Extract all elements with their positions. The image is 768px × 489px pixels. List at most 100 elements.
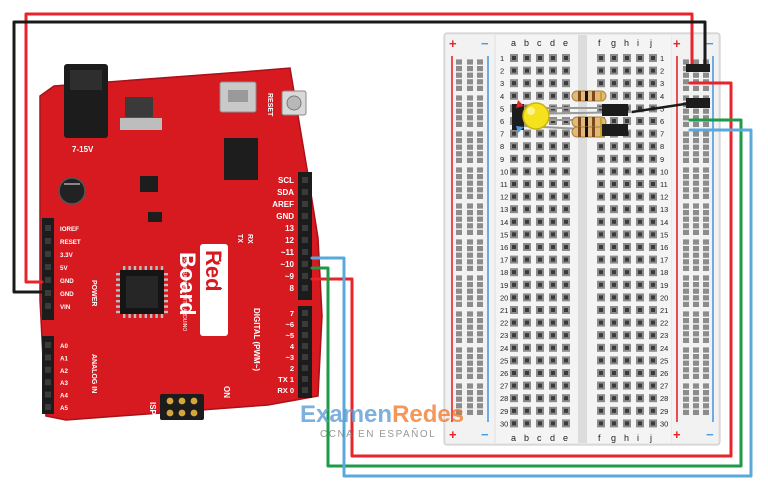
rail-hole (456, 301, 462, 307)
rail-hole (693, 151, 699, 157)
rail-hole (456, 288, 462, 294)
digital-pin-label: SDA (277, 188, 294, 197)
rail-hole (477, 275, 483, 281)
watermark: ExamenRedes CCNA EN ESPAÑOL (300, 401, 464, 440)
rail-hole (683, 115, 689, 121)
row-number-left: 9 (500, 155, 504, 164)
rail-hole (703, 390, 709, 396)
rail-hole (467, 187, 473, 193)
center-channel (578, 35, 587, 443)
rail-hole (467, 85, 473, 91)
rail-hole (703, 246, 709, 252)
digital-pin-hole (302, 201, 308, 207)
rail-hole (703, 275, 709, 281)
rail-hole (693, 259, 699, 265)
rail-hole (683, 383, 689, 389)
left-rail-minus-top: − (481, 36, 489, 51)
row-number-left: 13 (500, 205, 508, 214)
rail-hole (703, 131, 709, 137)
reset-label: RESET (266, 93, 273, 117)
rail-hole (683, 360, 689, 366)
row-number-right: 19 (660, 281, 668, 290)
rail-hole (456, 331, 462, 337)
rail-hole (703, 203, 709, 209)
rail-hole (693, 360, 699, 366)
rail-hole (467, 66, 473, 72)
rail-hole (467, 265, 473, 271)
rail-hole (456, 324, 462, 330)
right-rail-jumper-top (686, 64, 710, 72)
rail-hole (683, 275, 689, 281)
rail-hole (477, 390, 483, 396)
rail-hole (467, 203, 473, 209)
rail-hole (477, 144, 483, 150)
rail-hole (693, 288, 699, 294)
rail-hole (703, 174, 709, 180)
rail-hole (477, 396, 483, 402)
column-letter: i (637, 38, 639, 48)
rail-hole (467, 367, 473, 373)
rail-hole (703, 373, 709, 379)
rail-hole (467, 252, 473, 258)
usb-chip (224, 138, 258, 180)
rail-hole (703, 354, 709, 360)
row-number-right: 1 (660, 54, 664, 63)
rail-hole (683, 210, 689, 216)
tx-label: TX (236, 234, 243, 243)
column-letter: d (550, 38, 555, 48)
rail-hole (683, 138, 689, 144)
right-rail-minus-bottom: − (706, 427, 714, 442)
rail-hole (683, 318, 689, 324)
breadboard-holes (456, 54, 709, 428)
rail-hole (693, 180, 699, 186)
led-anchor-bottom (602, 124, 628, 136)
rail-hole (456, 390, 462, 396)
smd-chip (140, 176, 158, 192)
watermark-subtitle: CCNA EN ESPAÑOL (320, 427, 436, 440)
power-pin-hole (45, 238, 51, 244)
rail-hole (456, 131, 462, 137)
row-number-right: 16 (660, 243, 668, 252)
rail-hole (703, 167, 709, 173)
rail-hole (703, 288, 709, 294)
rail-hole (703, 210, 709, 216)
analog-pin-label: A1 (60, 355, 68, 362)
row-number-left: 2 (500, 67, 504, 76)
rail-hole (467, 167, 473, 173)
analog-pin-hole (45, 404, 51, 410)
rail-hole (477, 288, 483, 294)
row-number-right: 6 (660, 117, 664, 126)
resistor-top (571, 90, 607, 102)
digital-pin-label: ~10 (280, 260, 294, 269)
row-number-right: 30 (660, 419, 668, 428)
rail-hole (477, 311, 483, 317)
rail-hole (467, 239, 473, 245)
row-number-right: 14 (660, 218, 668, 227)
rail-hole (477, 337, 483, 343)
rail-hole (456, 59, 462, 65)
rail-hole (703, 367, 709, 373)
rail-hole (456, 337, 462, 343)
rail-hole (467, 223, 473, 229)
row-number-left: 10 (500, 167, 508, 176)
row-number-right: 5 (660, 104, 664, 113)
upper-digital-header (298, 172, 312, 300)
rail-hole (456, 203, 462, 209)
rail-hole (467, 210, 473, 216)
rail-hole (477, 331, 483, 337)
column-letter: g (611, 433, 616, 443)
rail-hole (477, 187, 483, 193)
row-number-right: 27 (660, 382, 668, 391)
rail-hole (456, 102, 462, 108)
rail-hole (467, 246, 473, 252)
wire-green-pin10 (310, 118, 743, 468)
rail-hole (467, 216, 473, 222)
rail-hole (456, 174, 462, 180)
rail-hole (703, 331, 709, 337)
rail-hole (467, 79, 473, 85)
column-letter: j (649, 38, 652, 48)
rail-hole (477, 239, 483, 245)
column-letter: e (563, 433, 568, 443)
row-number-left: 3 (500, 79, 504, 88)
rail-hole (477, 246, 483, 252)
